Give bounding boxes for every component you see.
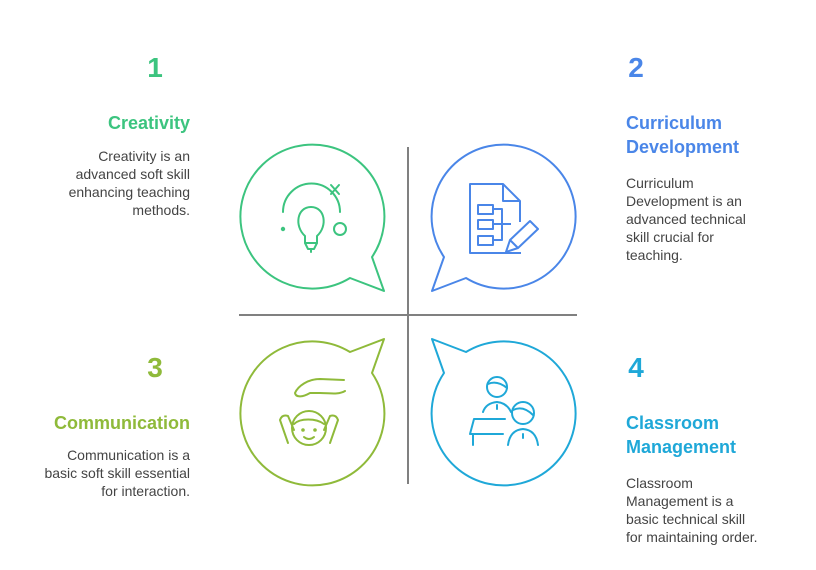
hand-over-child-icon	[279, 378, 346, 446]
quadrant-3-description: Communication is a basic soft skill esse…	[44, 447, 190, 499]
quadrant-4-number: 4	[628, 352, 644, 383]
quadrant-4-title: Classroom Management	[626, 413, 737, 457]
curriculum-bubble	[430, 143, 577, 292]
quadrant-2-description: Curriculum Development is an advanced te…	[626, 175, 746, 263]
quadrant-2-title: Curriculum Development	[626, 113, 740, 157]
quadrant-1-number: 1	[147, 52, 163, 83]
quadrant-3-title: Communication	[53, 413, 190, 433]
quadrant-2-number: 2	[628, 52, 644, 83]
quadrant-1-title: Creativity	[107, 113, 190, 133]
document-flowchart-pencil-icon	[469, 183, 539, 254]
communication-bubble	[239, 338, 386, 487]
quadrant-1-description: Creativity is an advanced soft skill enh…	[68, 148, 190, 218]
creativity-bubble	[239, 143, 386, 292]
quadrant-4-description: Classroom Management is a basic technica…	[626, 475, 758, 545]
classroom-bubble	[430, 338, 577, 487]
lightbulb-icon	[280, 182, 347, 253]
quadrant-3-number: 3	[147, 352, 163, 383]
teacher-student-desk-icon	[469, 376, 539, 446]
